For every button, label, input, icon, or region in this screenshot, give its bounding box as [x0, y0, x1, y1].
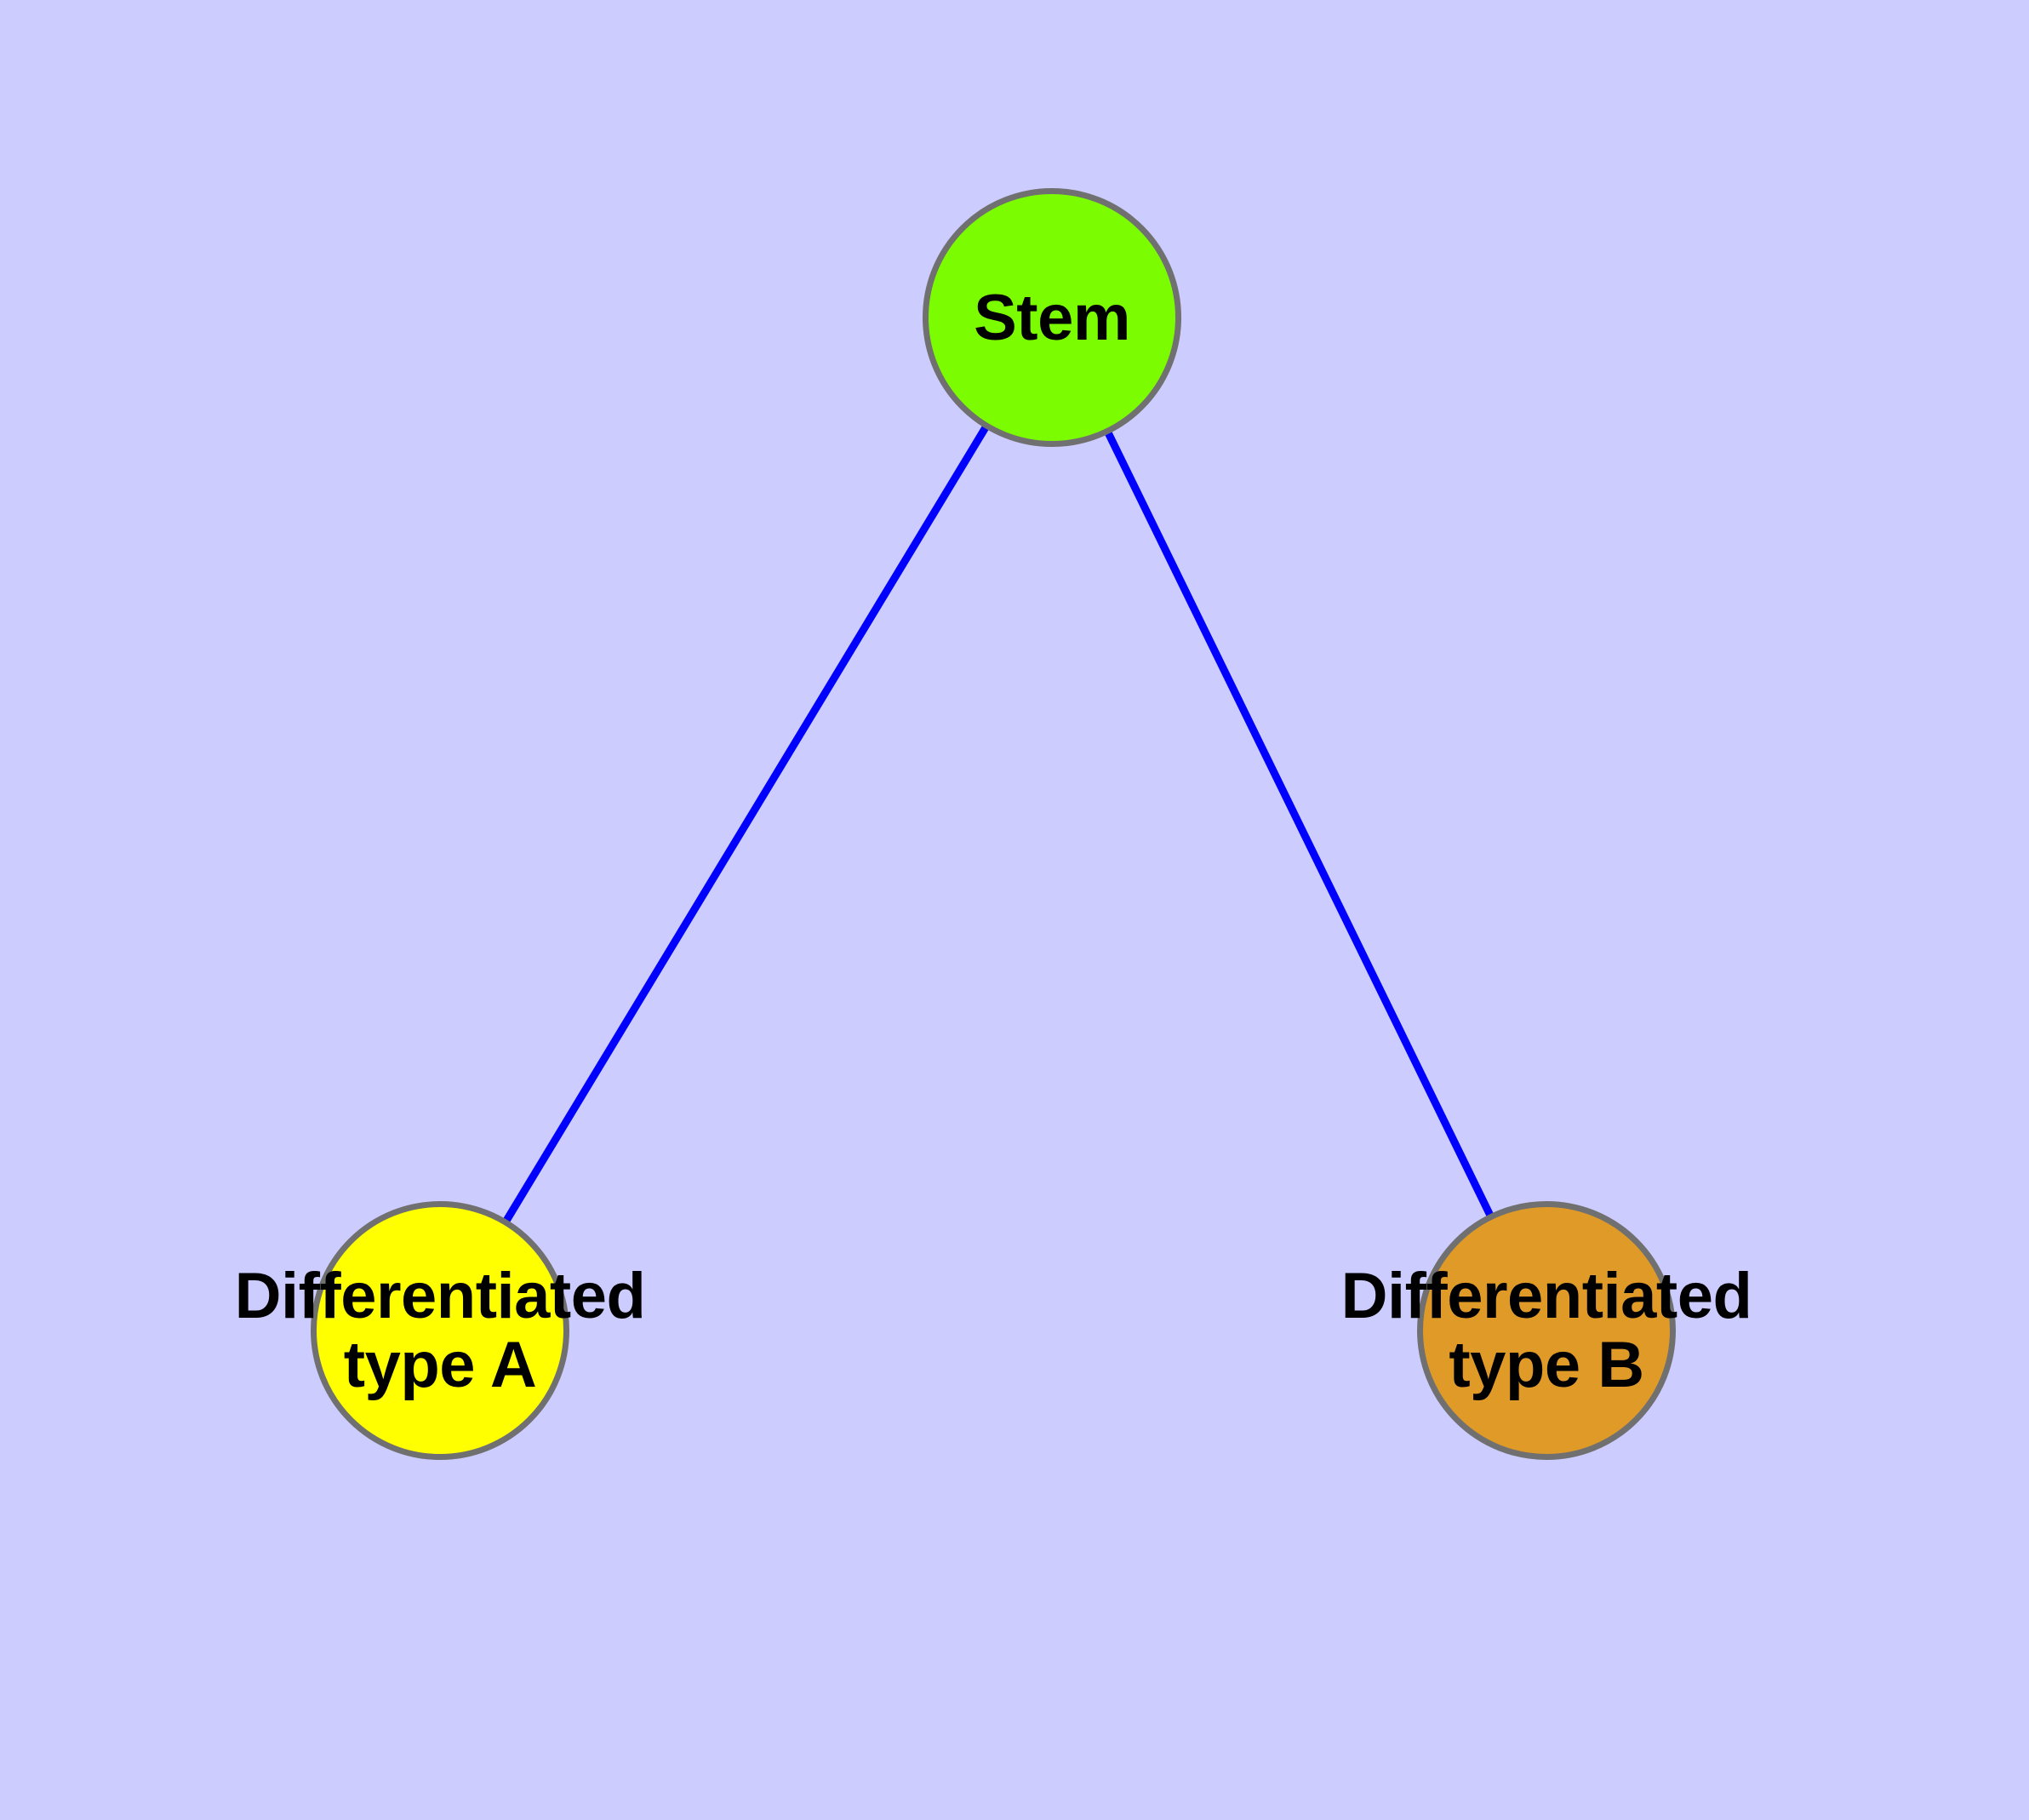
graph-edge-stem-to-a [502, 315, 1055, 1223]
node-circle-diff_b[interactable] [1417, 1201, 1676, 1460]
graph-edge-stem-to-b [1048, 316, 1495, 1218]
edge-layer [502, 315, 1495, 1223]
node-circle-diff_a[interactable] [311, 1201, 569, 1460]
node-circle-stem[interactable] [923, 188, 1181, 447]
node-layer [311, 188, 1676, 1460]
